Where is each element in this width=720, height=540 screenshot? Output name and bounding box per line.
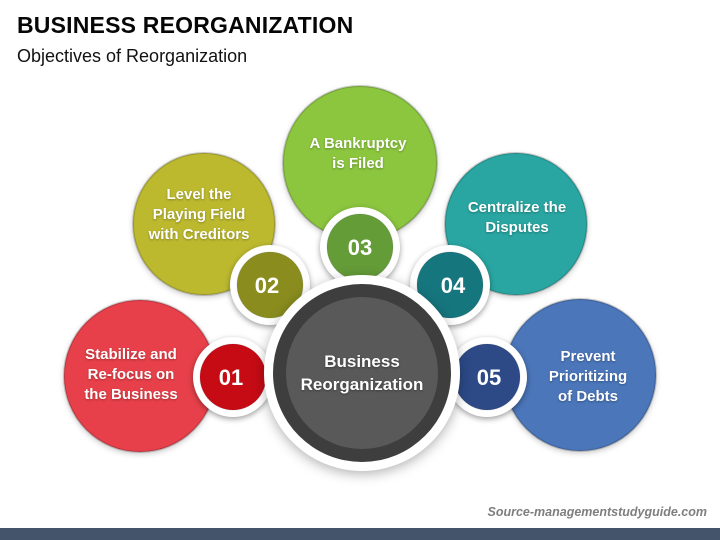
badge-02-number: 02: [255, 273, 279, 298]
bottom-accent-bar: [0, 528, 720, 540]
source-credit: Source-managementstudyguide.com: [487, 505, 708, 519]
badge-03-number: 03: [348, 235, 372, 260]
page-subtitle: Objectives of Reorganization: [17, 46, 248, 66]
page-title: BUSINESS REORGANIZATION: [17, 12, 354, 38]
badge-02-circle: [236, 251, 304, 319]
badge-01-number: 01: [219, 365, 243, 390]
badge-05-number: 05: [477, 365, 501, 390]
badge-04-number: 04: [441, 273, 466, 298]
center-circle: [286, 297, 438, 449]
badge-04-circle: [416, 251, 484, 319]
